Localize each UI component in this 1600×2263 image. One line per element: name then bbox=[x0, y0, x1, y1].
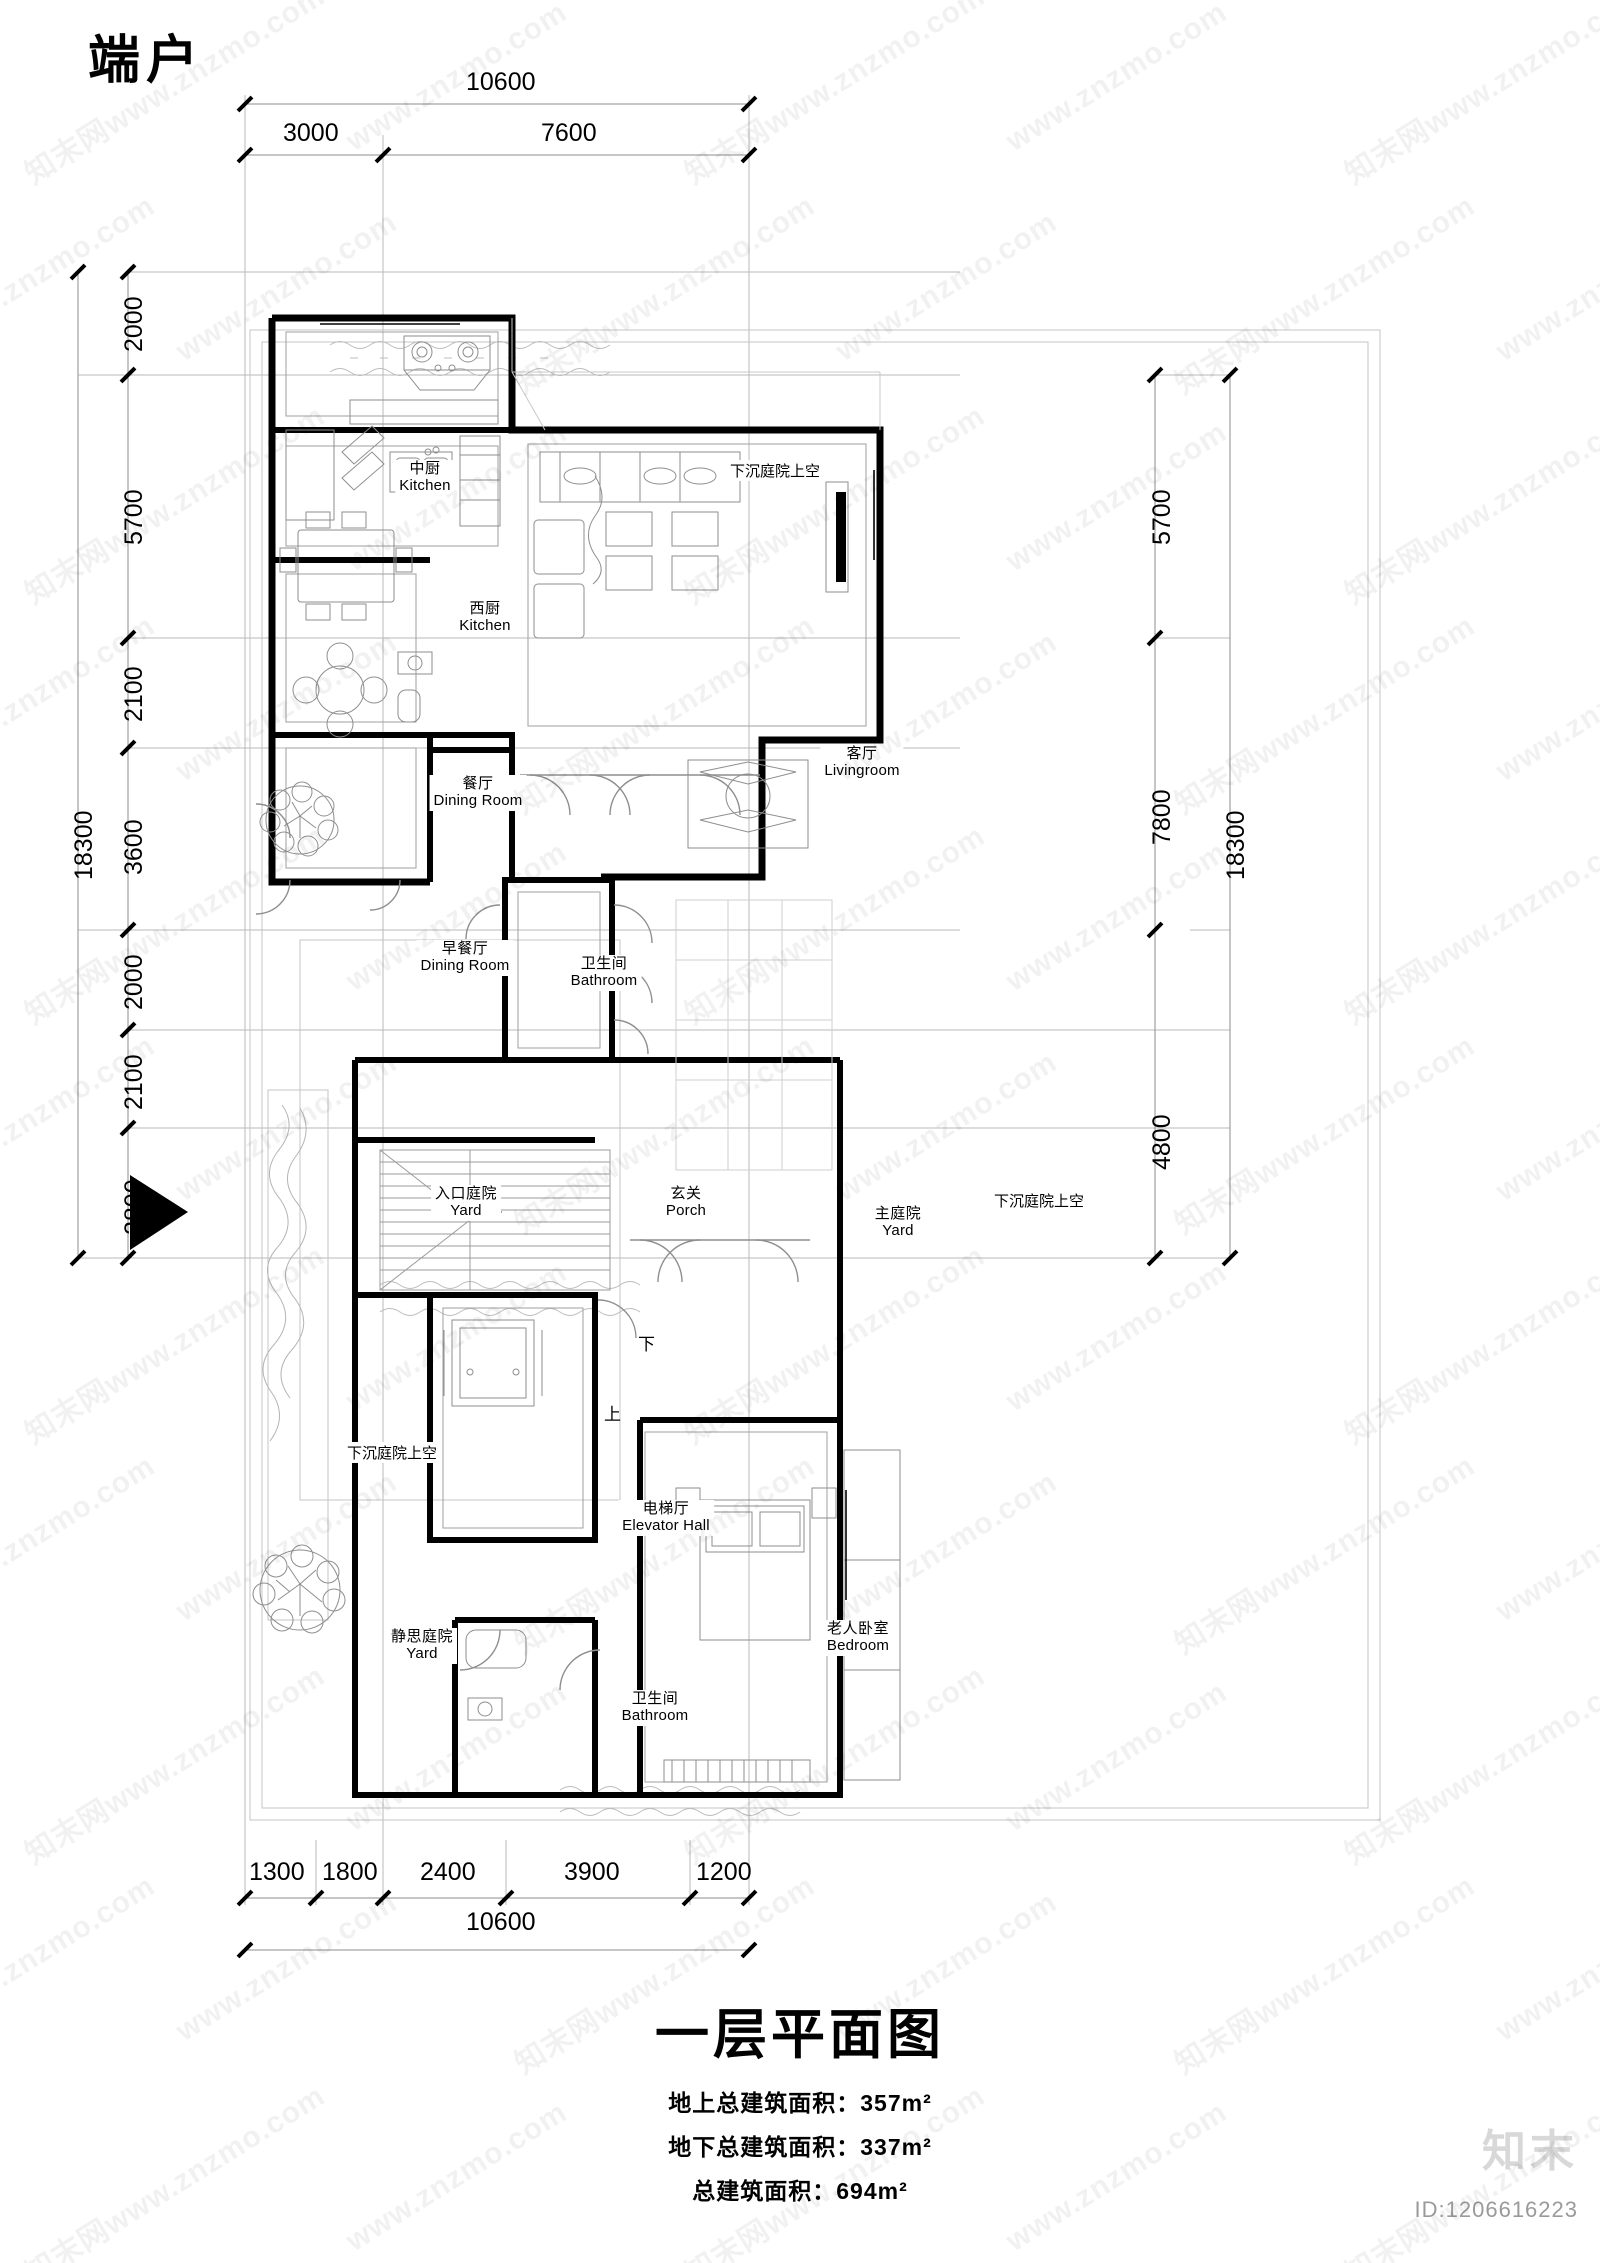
dim-left-chain-0: 2000 bbox=[120, 296, 148, 352]
dim-top-chain-1: 7600 bbox=[541, 119, 597, 147]
dim-left-chain-4: 2000 bbox=[120, 954, 148, 1010]
site-boundary bbox=[249, 329, 1381, 1821]
windows bbox=[320, 317, 881, 1600]
brand-logo: 知末 bbox=[1482, 2127, 1578, 2176]
dim-top-chain-0: 3000 bbox=[283, 119, 339, 147]
rockery-path bbox=[262, 1104, 307, 1442]
room-label-porch: 玄关 Porch bbox=[661, 1185, 711, 1221]
wall-finish-lines bbox=[285, 331, 867, 1783]
room-en: Dining Room bbox=[420, 956, 510, 974]
dim-bottom-chain-4: 1200 bbox=[696, 1858, 752, 1886]
room-label-bathroom-upper: 卫生间 Bathroom bbox=[566, 955, 642, 991]
room-en: Dining Room bbox=[433, 791, 523, 809]
room-en: Livingroom bbox=[824, 761, 900, 779]
room-en: Yard bbox=[450, 1201, 482, 1219]
dim-left-overall: 18300 bbox=[70, 810, 98, 880]
room-cn: 玄关 bbox=[670, 1185, 702, 1202]
room-en: Porch bbox=[665, 1201, 707, 1219]
room-label-kitchen-cn: 中厨 Kitchen bbox=[395, 460, 455, 496]
terrace-outline bbox=[511, 318, 881, 431]
room-cn: 主庭院 bbox=[874, 1205, 922, 1222]
dim-left-chain-6: 2800 bbox=[120, 1179, 148, 1235]
grid-extension-lines bbox=[78, 95, 1230, 1905]
landscape-hatch-mid bbox=[379, 1281, 641, 1316]
dim-left-chain-5: 2100 bbox=[120, 1054, 148, 1110]
dim-bottom-chain-1: 1800 bbox=[322, 1858, 378, 1886]
entry-direction-arrow bbox=[130, 1175, 188, 1250]
room-label-elder-bedroom: 老人卧室 Bedroom bbox=[822, 1620, 894, 1656]
stair-up-label: 上 bbox=[604, 1405, 621, 1424]
dim-left-chain-2: 2100 bbox=[120, 666, 148, 722]
note-void-left: 下沉庭院上空 bbox=[345, 1442, 440, 1463]
room-label-west-kitchen: 西厨 Kitchen bbox=[455, 600, 515, 636]
room-label-main-yard: 主庭院 Yard bbox=[870, 1205, 926, 1241]
dim-right-chain-2: 4800 bbox=[1148, 1114, 1176, 1170]
dim-bottom-chain-3: 3900 bbox=[564, 1858, 620, 1886]
dim-top-overall: 10600 bbox=[466, 68, 536, 96]
room-en: Yard bbox=[882, 1221, 914, 1239]
area-below-ground: 地下总建筑面积：337m² bbox=[668, 2134, 932, 2160]
tree-symbols bbox=[252, 781, 346, 1634]
room-en: Kitchen bbox=[459, 616, 511, 634]
dim-left-chain-1: 5700 bbox=[120, 489, 148, 545]
room-cn: 电梯厅 bbox=[642, 1500, 690, 1517]
drawing-id: ID:1206616223 bbox=[1414, 2197, 1578, 2222]
room-en: Bathroom bbox=[570, 971, 638, 989]
dim-left-chain-3: 3600 bbox=[120, 819, 148, 875]
room-en: Bathroom bbox=[621, 1706, 689, 1724]
room-label-elevator-hall: 电梯厅 Elevator Hall bbox=[618, 1500, 714, 1536]
sheet-corner-title: 端户 bbox=[88, 32, 205, 90]
interior-walls bbox=[272, 427, 843, 1798]
room-cn: 入口庭院 bbox=[434, 1185, 498, 1202]
room-label-livingroom: 客厅 Livingroom bbox=[820, 745, 904, 781]
room-label-breakfast-room: 早餐厅 Dining Room bbox=[416, 940, 514, 976]
room-label-dining-room: 餐厅 Dining Room bbox=[429, 775, 527, 811]
exterior-walls bbox=[268, 314, 884, 886]
dim-bottom-overall: 10600 bbox=[466, 1908, 536, 1936]
room-cn: 客厅 bbox=[846, 745, 878, 762]
room-cn: 静思庭院 bbox=[390, 1628, 454, 1645]
area-total: 总建筑面积：694m² bbox=[692, 2178, 908, 2204]
door-swings bbox=[255, 774, 810, 1691]
landscape-hatch-bottom bbox=[559, 1786, 801, 1816]
dimension-lines bbox=[77, 103, 1231, 1951]
room-cn: 早餐厅 bbox=[441, 940, 489, 957]
room-label-entry-yard: 入口庭院 Yard bbox=[430, 1185, 502, 1221]
room-en: Kitchen bbox=[399, 476, 451, 494]
note-void-right: 下沉庭院上空 bbox=[992, 1190, 1087, 1211]
landscape-hatch-top bbox=[329, 341, 611, 376]
dim-right-chain-1: 7800 bbox=[1148, 789, 1176, 845]
dim-bottom-chain-2: 2400 bbox=[420, 1858, 476, 1886]
plan-title: 一层平面图 bbox=[655, 2005, 945, 2065]
room-cn: 卫生间 bbox=[580, 955, 628, 972]
room-cn: 卫生间 bbox=[631, 1690, 679, 1707]
room-en: Bedroom bbox=[826, 1636, 890, 1654]
room-en: Elevator Hall bbox=[622, 1516, 710, 1534]
dim-right-chain-0: 5700 bbox=[1148, 489, 1176, 545]
room-en: Yard bbox=[406, 1644, 438, 1662]
room-cn: 餐厅 bbox=[462, 775, 494, 792]
room-label-meditation-yard: 静思庭院 Yard bbox=[386, 1628, 458, 1664]
dim-bottom-chain-0: 1300 bbox=[249, 1858, 305, 1886]
stair-down-label: 下 bbox=[638, 1335, 655, 1354]
room-cn: 中厨 bbox=[409, 460, 441, 477]
dim-right-overall: 18300 bbox=[1222, 810, 1250, 880]
note-void-top: 下沉庭院上空 bbox=[728, 460, 823, 481]
dimension-ticks bbox=[69, 95, 1239, 1959]
room-cn: 西厨 bbox=[469, 600, 501, 617]
room-cn: 老人卧室 bbox=[826, 1620, 890, 1637]
area-above-ground: 地上总建筑面积：357m² bbox=[668, 2090, 932, 2116]
room-label-bathroom-lower: 卫生间 Bathroom bbox=[617, 1690, 693, 1726]
